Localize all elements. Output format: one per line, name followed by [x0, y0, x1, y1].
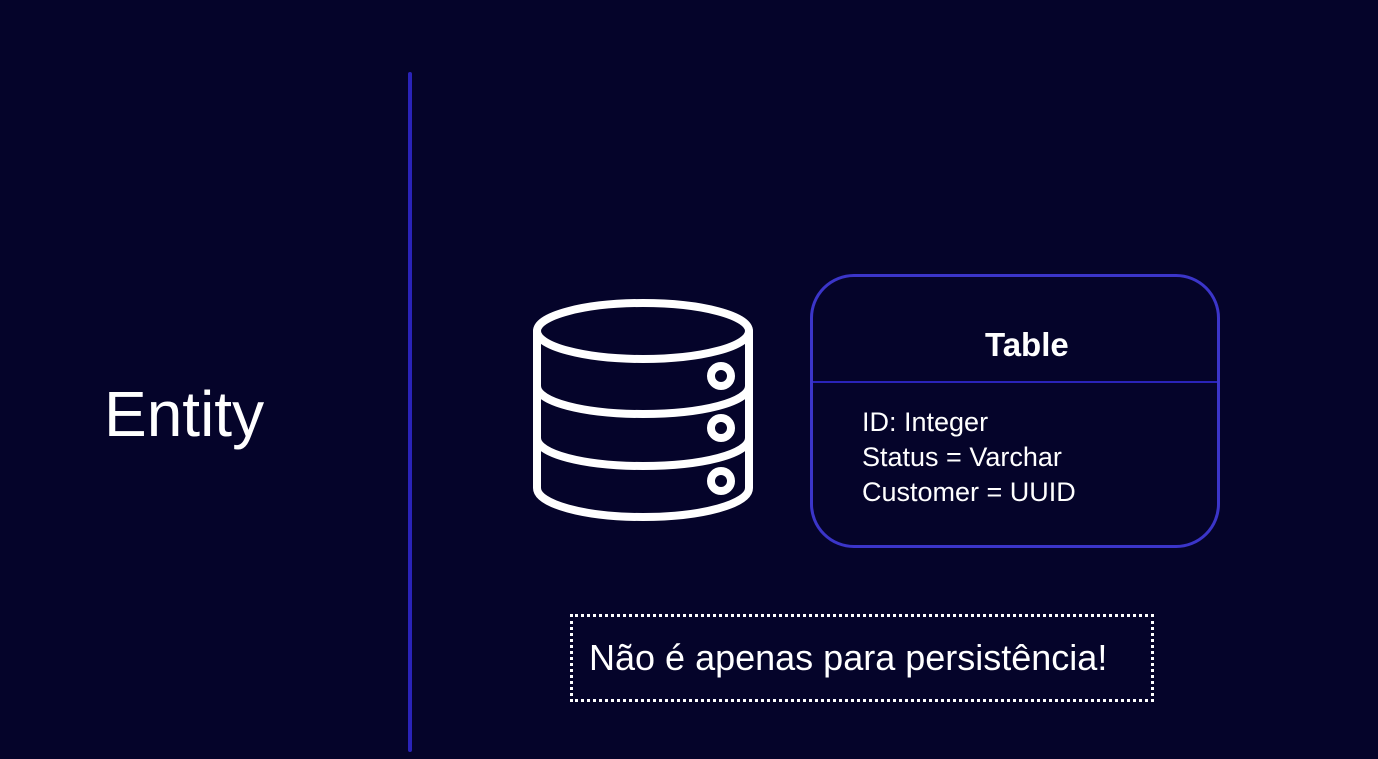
table-field: Status = Varchar	[862, 442, 1062, 472]
table-card: Table ID: Integer Status = Varchar Custo…	[810, 274, 1220, 548]
table-field-list: ID: Integer Status = Varchar Customer = …	[862, 405, 1076, 510]
database-icon	[533, 299, 753, 521]
database-tier-line-2	[533, 434, 753, 470]
database-indicator-2	[707, 414, 735, 442]
table-title: Table	[985, 326, 1069, 363]
note-text: Não é apenas para persistência!	[589, 637, 1108, 678]
entity-title: Entity	[104, 378, 265, 450]
database-indicator-3	[707, 467, 735, 495]
database-indicator-1	[707, 362, 735, 390]
table-field: ID: Integer	[862, 407, 989, 437]
vertical-divider	[408, 72, 412, 752]
database-body	[533, 327, 753, 521]
database-top-rim	[533, 299, 753, 363]
database-tier-line-1	[533, 382, 753, 418]
table-header: Table	[813, 277, 1217, 383]
note-box: Não é apenas para persistência!	[570, 614, 1154, 702]
table-field: Customer = UUID	[862, 477, 1076, 507]
